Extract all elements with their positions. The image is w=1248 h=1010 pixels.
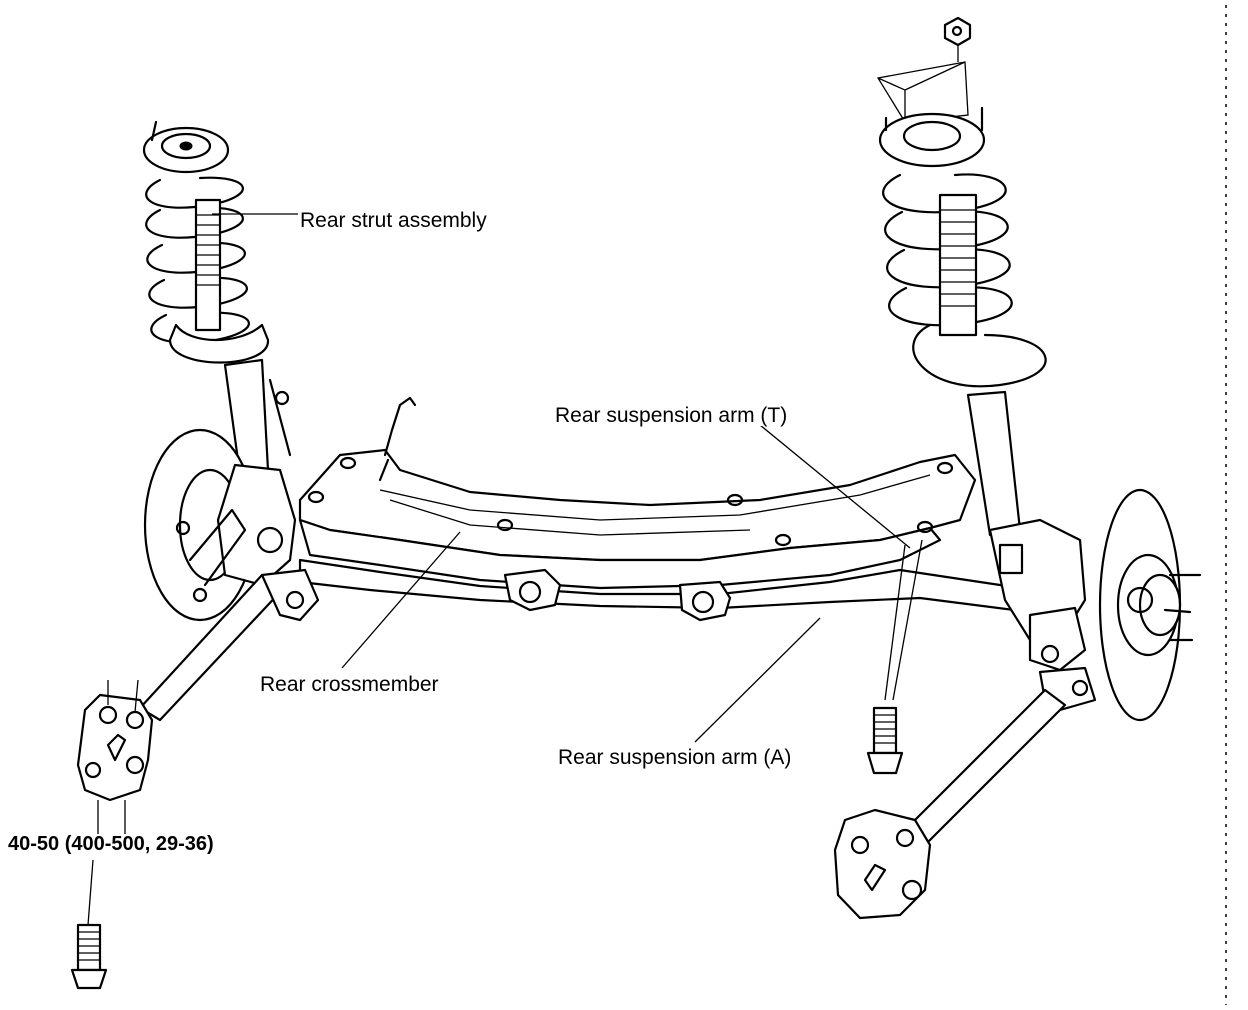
right-strut-part: [876, 16, 1202, 722]
label-rear-suspension-arm-t: Rear suspension arm (T): [553, 404, 790, 427]
left-strut-part: [142, 120, 297, 622]
left-bolt-part: [70, 923, 108, 990]
right-bolt-part: [866, 539, 923, 775]
label-torque-spec: 40-50 (400-500, 29-36): [6, 833, 216, 855]
label-rear-suspension-arm-a: Rear suspension arm (A): [556, 746, 794, 769]
right-trailing-arm-part: [833, 688, 1067, 920]
label-rear-strut-assembly: Rear strut assembly: [298, 209, 489, 232]
rear-crossmember-part: [298, 396, 1042, 622]
left-trailing-arm-part: [76, 568, 320, 926]
leader-lines: [212, 213, 911, 743]
label-rear-crossmember: Rear crossmember: [258, 673, 441, 696]
